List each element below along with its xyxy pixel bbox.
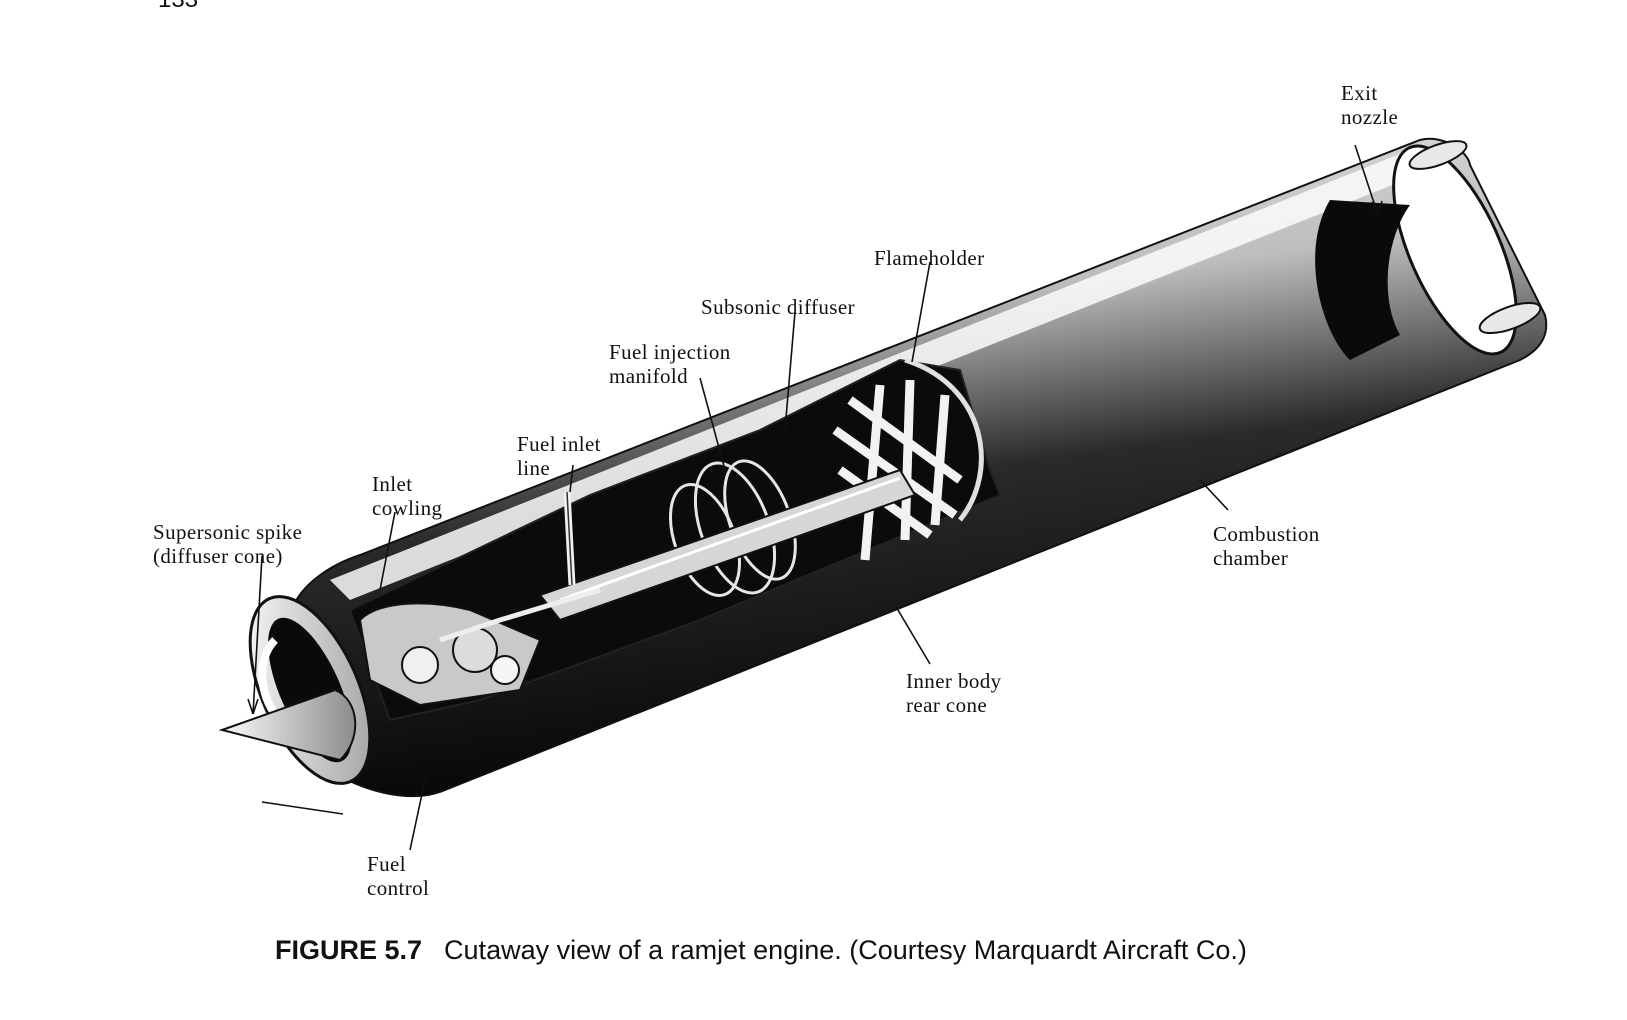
label-supersonic-spike: Supersonic spike (diffuser cone) [153, 520, 303, 568]
label-fuel-control: Fuel control [367, 852, 430, 900]
ramjet-cutaway-illustration [218, 137, 1548, 851]
leader-lines [247, 144, 1383, 851]
figure-caption: FIGURE 5.7 Cutaway view of a ramjet engin… [275, 935, 1475, 966]
cutaway-window [348, 357, 1002, 722]
label-combustion-chamber: Combustion chamber [1213, 522, 1320, 570]
leader-subsonic-diffuser [784, 311, 796, 431]
leader-inlet-cowling [379, 511, 396, 591]
label-fuel-injection-manifold: Fuel injection manifold [609, 340, 731, 388]
leader-fuel-inlet-line [569, 464, 574, 493]
label-inlet-cowling: Inlet cowling [372, 472, 443, 520]
label-inner-body-rear-cone: Inner body rear cone [906, 669, 1002, 717]
leader-combustion-chamber [1199, 479, 1229, 511]
leader-exit-nozzle [1354, 144, 1379, 216]
figure-number: FIGURE 5.7 [275, 935, 423, 965]
fuel-control-machinery [358, 587, 601, 707]
exit-nozzle-opening [1315, 140, 1542, 360]
label-exit-nozzle: Exit nozzle [1341, 81, 1399, 129]
page-number: 133 [158, 0, 198, 14]
label-subsonic-diffuser: Subsonic diffuser [701, 295, 855, 319]
leader-inner-body-rear-cone [894, 604, 931, 665]
supersonic-spike-cone [218, 688, 357, 762]
label-fuel-inlet-line: Fuel inlet line [517, 432, 601, 480]
leader-flameholder [911, 261, 931, 363]
label-flameholder: Flameholder [874, 246, 985, 270]
leader-fuel-control [409, 779, 426, 851]
flow-arrow [261, 801, 344, 815]
leader-supersonic-spike [252, 555, 263, 715]
figure-caption-text: Cutaway view of a ramjet engine. (Courte… [444, 935, 1247, 965]
leader-fuel-injection-manifold [699, 377, 726, 471]
